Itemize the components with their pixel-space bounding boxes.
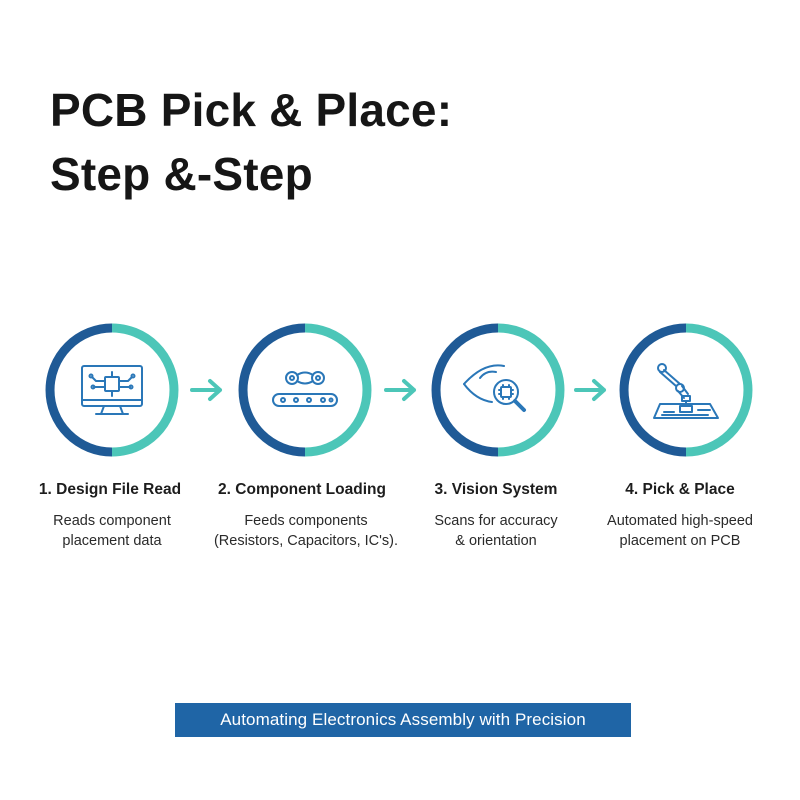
computer-circuit-icon — [81, 365, 143, 415]
arrow-2-to-3-icon — [384, 378, 418, 402]
step-4-desc-line-2: placement on PCB — [619, 533, 741, 549]
step-4-desc-line-1: Automated high-speed — [607, 513, 753, 529]
footer-banner: Automating Electronics Assembly with Pre… — [175, 703, 631, 737]
step-1-desc-line-1: Reads component — [53, 513, 171, 529]
title-line-2: Step &-Step — [50, 148, 313, 200]
step-4-ring — [618, 322, 754, 458]
step-4-label: 4. Pick & Place — [625, 481, 735, 498]
step-1-desc-line-2: placement data — [62, 533, 162, 549]
step-1-label: 1. Design File Read — [38, 481, 182, 498]
step-4-description: Automated high-speed placement on PCB — [607, 511, 753, 551]
eye-magnifier-icon — [463, 364, 526, 412]
step-3-desc-line-2: & orientation — [455, 533, 537, 549]
page-title: PCB Pick & Place: Step &-Step — [50, 78, 452, 206]
conveyor-icon — [272, 371, 338, 407]
step-3-desc-line-1: Scans for accuracy — [434, 513, 558, 529]
step-2-desc-line-2: (Resistors, Capacitors, IC's). — [213, 533, 399, 549]
step-3-label: 3. Vision System — [434, 481, 558, 498]
step-1-description: Reads component placement data — [53, 511, 171, 551]
arrow-1-to-2-icon — [190, 378, 224, 402]
step-3-description: Scans for accuracy & orientation — [434, 511, 557, 551]
step-1-ring — [44, 322, 180, 458]
step-2-ring — [237, 322, 373, 458]
step-2-label: 2. Component Loading — [218, 481, 386, 498]
robot-arm-icon — [653, 363, 719, 419]
step-2-description: Feeds components (Resistors, Capacitors,… — [214, 511, 398, 551]
footer-text: Automating Electronics Assembly with Pre… — [220, 710, 586, 729]
arrow-3-to-4-icon — [574, 378, 608, 402]
step-3-ring — [430, 322, 566, 458]
step-2-desc-line-1: Feeds components — [244, 513, 368, 529]
title-line-1: PCB Pick & Place: — [50, 84, 453, 136]
